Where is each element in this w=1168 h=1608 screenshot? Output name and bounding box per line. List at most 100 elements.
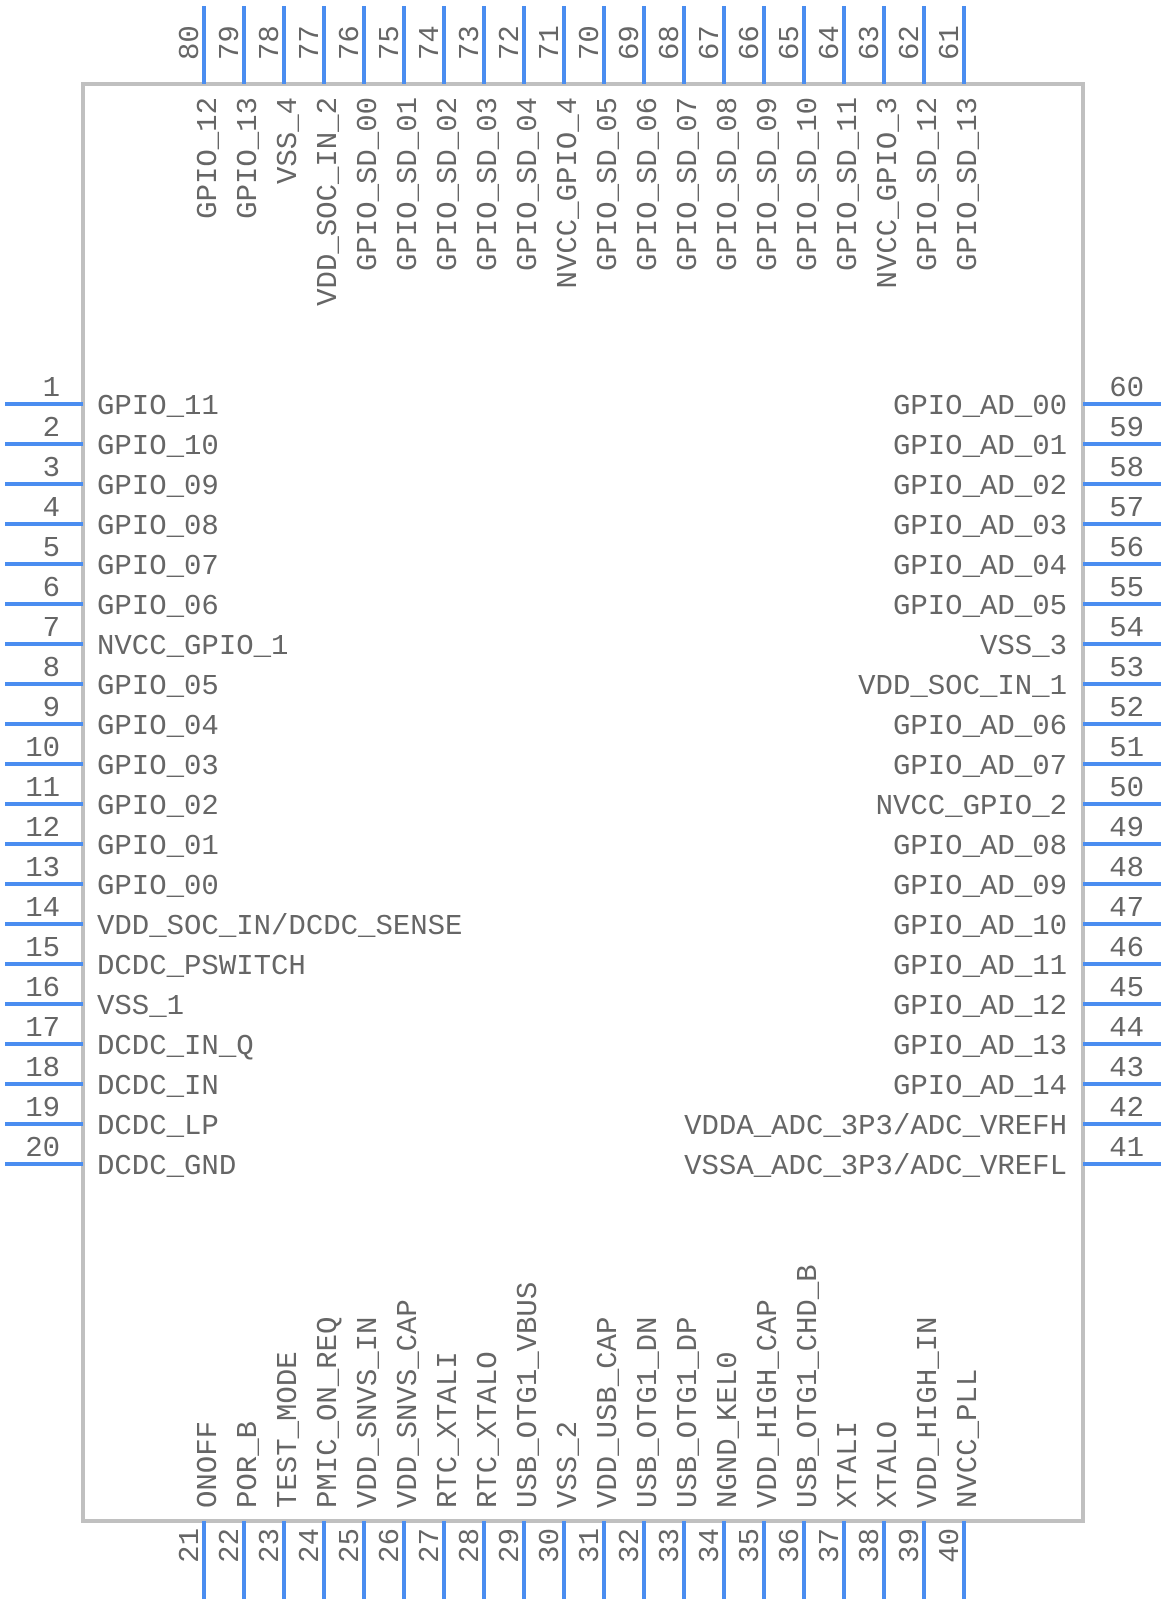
pin-number: 56: [1109, 532, 1144, 565]
pin-number: 29: [494, 1528, 527, 1563]
pin-name: XTALI: [832, 1421, 865, 1508]
pin-name: GPIO_AD_04: [893, 550, 1067, 583]
pin-number: 9: [43, 692, 60, 725]
pin-name: VSS_1: [97, 990, 184, 1023]
pin-number: 71: [534, 25, 567, 60]
pin-number: 3: [43, 452, 60, 485]
pin-number: 25: [334, 1528, 367, 1563]
pin-name: GPIO_SD_06: [632, 97, 665, 271]
pin-number: 5: [43, 532, 60, 565]
pin-name: VDD_SNVS_CAP: [392, 1299, 425, 1508]
pin-name: GPIO_AD_08: [893, 830, 1067, 863]
pin-name: VSS_4: [272, 97, 305, 184]
pin-number: 32: [614, 1528, 647, 1563]
pin-number: 24: [294, 1528, 327, 1563]
pin-name: VDD_SOC_IN/DCDC_SENSE: [97, 910, 462, 943]
pin-name: NVCC_GPIO_4: [552, 97, 585, 288]
pin-name: VDD_USB_CAP: [592, 1317, 625, 1508]
pin-number: 35: [734, 1528, 767, 1563]
pin-number: 66: [734, 25, 767, 60]
pin-number: 12: [25, 812, 60, 845]
pin-number: 28: [454, 1528, 487, 1563]
pin-name: GPIO_SD_05: [592, 97, 625, 271]
pin-number: 40: [934, 1528, 967, 1563]
pin-name: ONOFF: [192, 1421, 225, 1508]
pin-number: 68: [654, 25, 687, 60]
pin-number: 42: [1109, 1092, 1144, 1125]
pin-number: 72: [494, 25, 527, 60]
pin-name: GPIO_07: [97, 550, 219, 583]
pin-number: 80: [174, 25, 207, 60]
pin-number: 17: [25, 1012, 60, 1045]
pin-number: 46: [1109, 932, 1144, 965]
pin-name: GPIO_AD_11: [893, 950, 1067, 983]
pin-name: GPIO_06: [97, 590, 219, 623]
pin-name: DCDC_IN_Q: [97, 1030, 254, 1063]
pin-number: 27: [414, 1528, 447, 1563]
pin-number: 73: [454, 25, 487, 60]
pin-name: GPIO_01: [97, 830, 219, 863]
pin-number: 37: [814, 1528, 847, 1563]
pin-name: GPIO_SD_09: [752, 97, 785, 271]
pin-number: 4: [43, 492, 60, 525]
pin-name: GPIO_SD_12: [912, 97, 945, 271]
pin-number: 55: [1109, 572, 1144, 605]
pin-name: GPIO_AD_14: [893, 1070, 1067, 1103]
pin-name: VDD_SOC_IN_1: [858, 670, 1067, 703]
pin-number: 26: [374, 1528, 407, 1563]
pin-number: 79: [214, 25, 247, 60]
pin-number: 57: [1109, 492, 1144, 525]
pin-number: 65: [774, 25, 807, 60]
pin-name: RTC_XTALO: [472, 1351, 505, 1508]
pin-name: GPIO_SD_10: [792, 97, 825, 271]
pin-name: GPIO_SD_02: [432, 97, 465, 271]
pin-number: 15: [25, 932, 60, 965]
pin-name: GPIO_SD_01: [392, 97, 425, 271]
pin-name: GPIO_SD_04: [512, 97, 545, 271]
pin-number: 53: [1109, 652, 1144, 685]
pin-number: 60: [1109, 372, 1144, 405]
pin-name: VDD_HIGH_CAP: [752, 1299, 785, 1508]
pin-number: 33: [654, 1528, 687, 1563]
pin-name: USB_OTG1_DP: [672, 1317, 705, 1508]
pin-number: 51: [1109, 732, 1144, 765]
pin-33: 33 USB_OTG1_DP: [654, 1317, 705, 1599]
